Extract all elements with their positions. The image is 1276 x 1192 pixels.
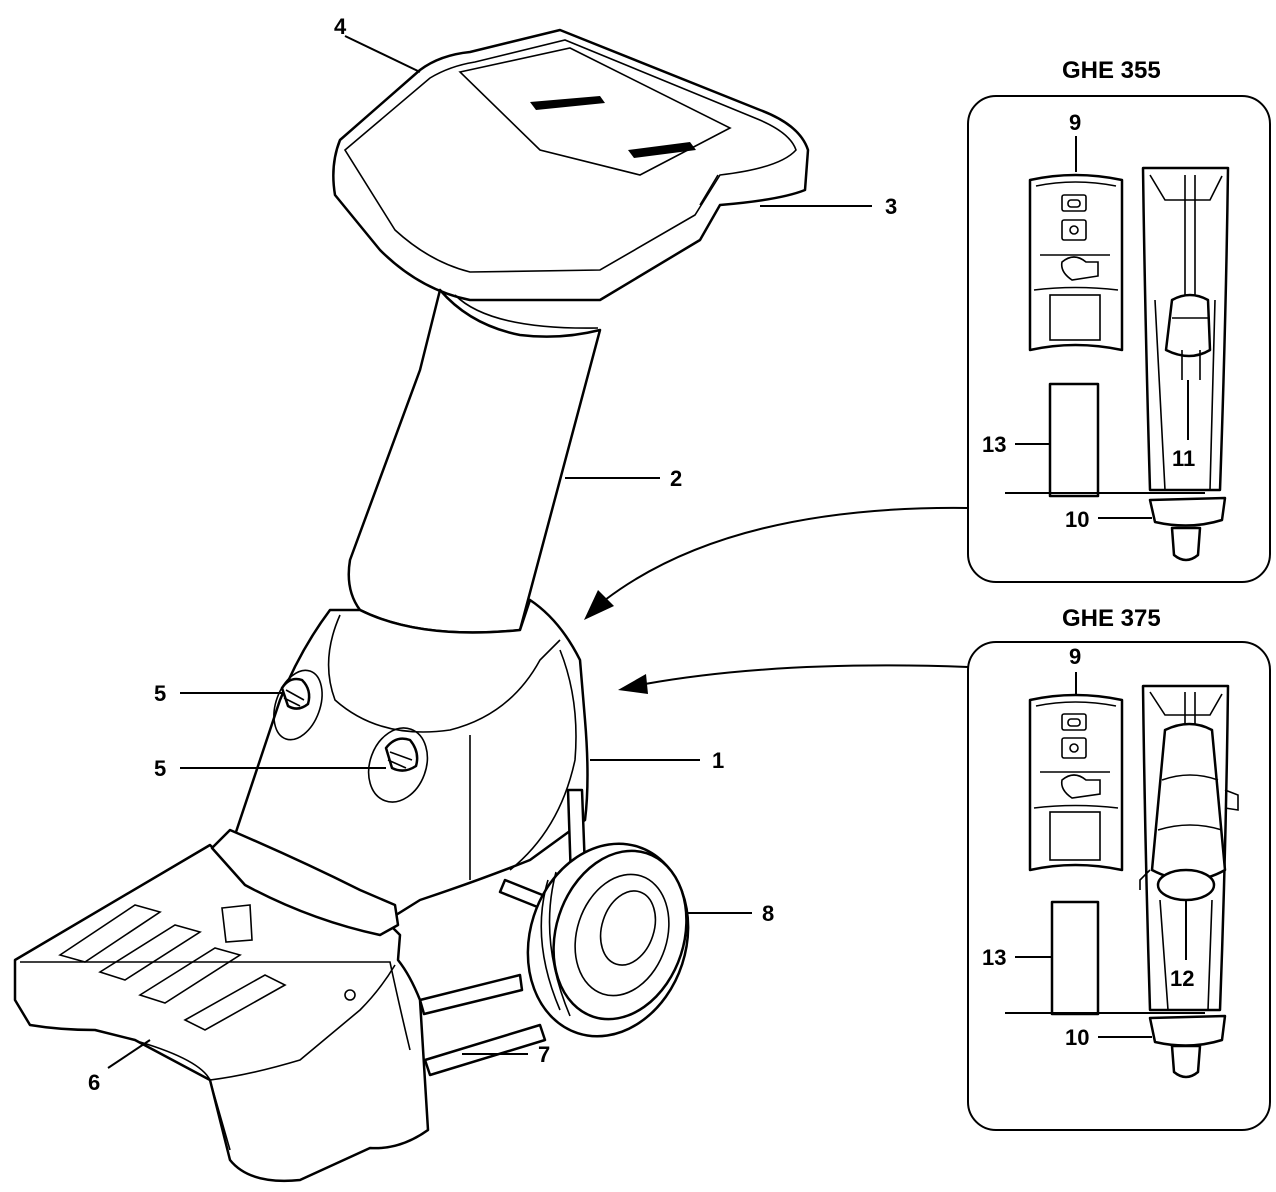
panel-375-callout-13: 13: [982, 945, 1006, 970]
garden-shredder-illustration: [13, 28, 810, 1182]
discharge-collector: [13, 828, 430, 1182]
callout-5-upper: 5: [154, 681, 166, 706]
callout-6: 6: [88, 1070, 100, 1095]
panel-375-callout-9: 9: [1069, 644, 1081, 669]
callout-5-lower: 5: [154, 756, 166, 781]
wheel: [526, 842, 690, 1038]
callout-2: 2: [670, 466, 682, 491]
rating-label: [1050, 900, 1100, 1016]
panel-title-ghe-375: GHE 375: [1062, 605, 1161, 632]
panel-355-callout-11: 11: [1172, 446, 1195, 471]
panel-355-callout-9: 9: [1069, 110, 1081, 135]
switch-unit: [1028, 173, 1124, 352]
feed-chute: [347, 288, 602, 634]
callout-7: 7: [538, 1042, 550, 1067]
coupling-unit: [1139, 684, 1239, 1012]
feed-hopper: [332, 28, 810, 302]
panel-ghe-375: GHE 375: [967, 605, 1271, 1131]
panel-355-callout-10: 10: [1065, 507, 1089, 532]
panel-375-callout-10: 10: [1065, 1025, 1089, 1050]
plug-unit: [1141, 166, 1230, 492]
pointer-arrows: [584, 506, 969, 694]
adjustment-knob-lower: [384, 737, 419, 772]
switch-unit: [1028, 693, 1124, 872]
cable-hook: [1148, 1014, 1227, 1079]
panel-375-callout-12: 12: [1170, 966, 1194, 991]
callout-1: 1: [712, 748, 724, 773]
callout-8: 8: [762, 901, 774, 926]
callout-3: 3: [885, 194, 897, 219]
panel-ghe-355: GHE 355: [967, 57, 1271, 583]
callout-4: 4: [334, 14, 347, 39]
leader-lines: [107, 35, 872, 1069]
panel-355-callout-13: 13: [982, 432, 1006, 457]
cable-hook: [1148, 496, 1227, 562]
panel-title-ghe-355: GHE 355: [1062, 57, 1161, 84]
adjustment-knob-upper: [280, 677, 311, 710]
rating-label: [1048, 382, 1100, 498]
